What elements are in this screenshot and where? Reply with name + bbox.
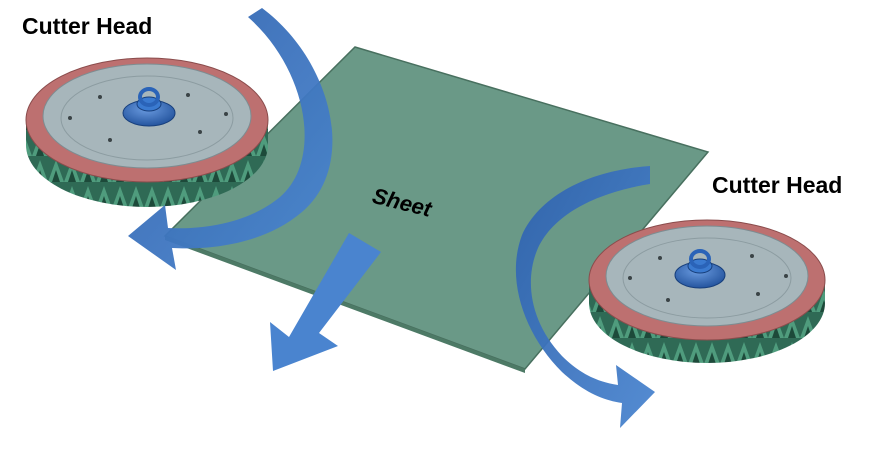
rotation-arrow-left bbox=[128, 8, 333, 270]
feed-arrow-down bbox=[270, 233, 381, 371]
cutter-head-right-label: Cutter Head bbox=[712, 172, 843, 198]
cutter-head-left bbox=[25, 57, 269, 207]
cutter-head-right bbox=[588, 219, 826, 363]
cutter-head-left-label: Cutter Head bbox=[22, 13, 153, 39]
rotation-arrow-right bbox=[515, 166, 655, 428]
